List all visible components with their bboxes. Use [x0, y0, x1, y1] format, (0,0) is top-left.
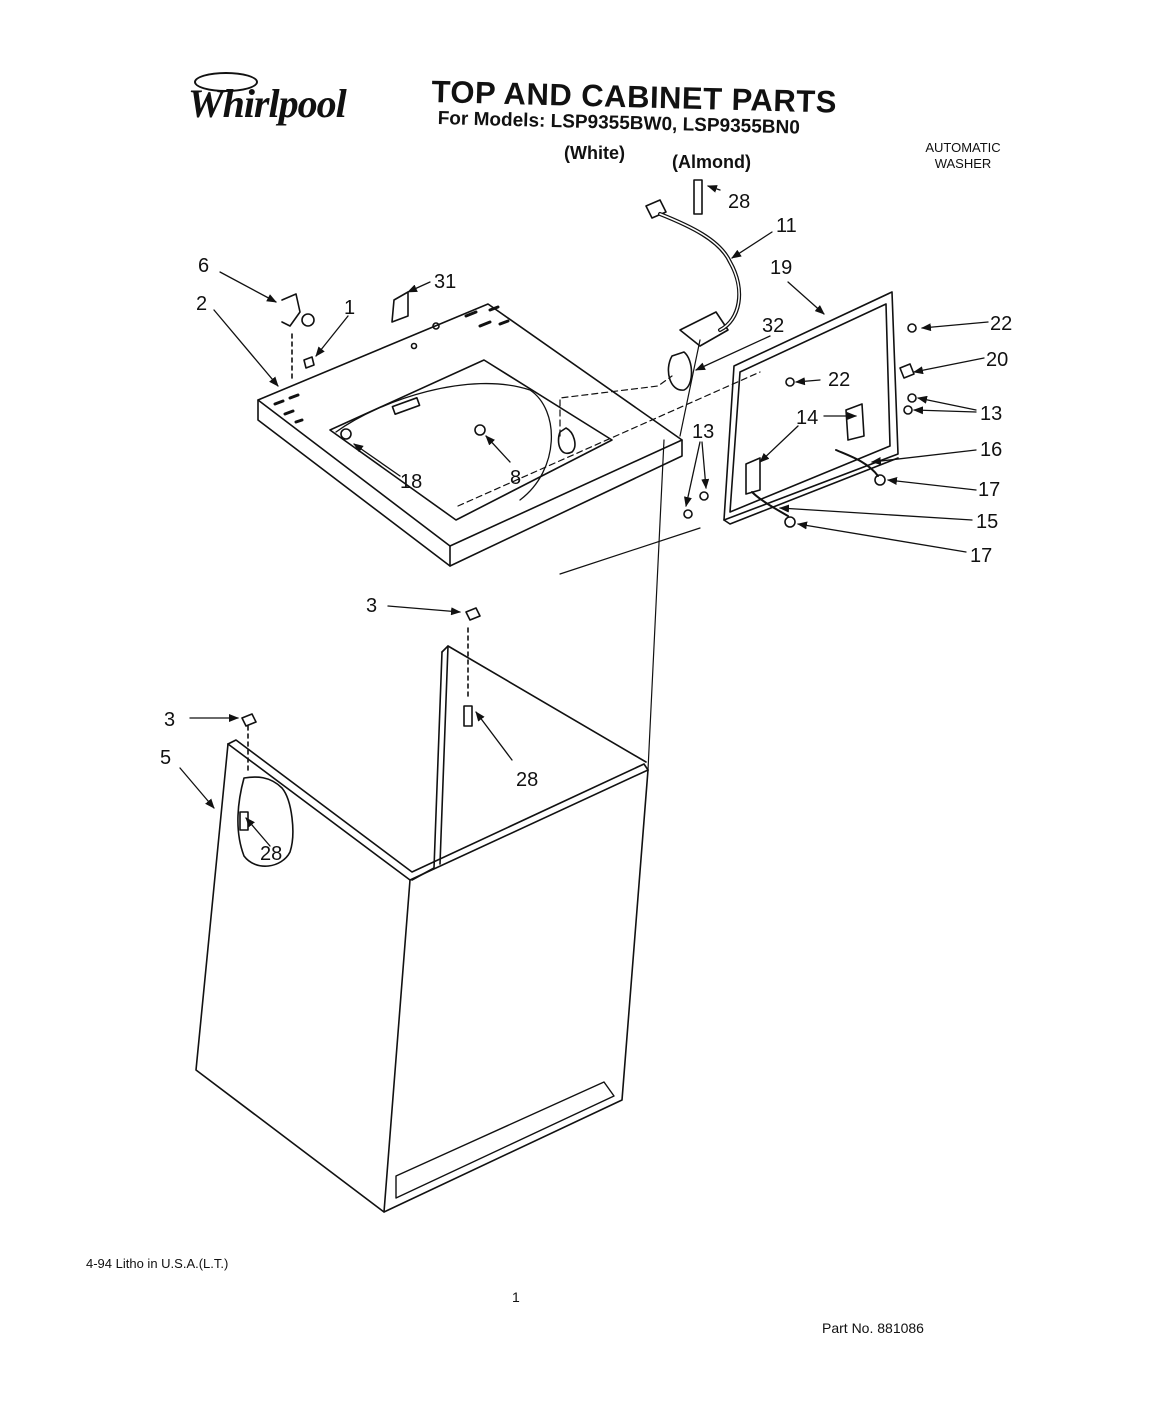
- callout-16: 16: [980, 439, 1002, 461]
- lid-switch: [645, 179, 742, 347]
- callout-22: 22: [990, 313, 1012, 335]
- callout-28: 28: [728, 191, 750, 213]
- callout-3: 3: [366, 595, 377, 617]
- callout-15: 15: [976, 511, 998, 533]
- callout-17: 17: [970, 545, 992, 567]
- cabinet: [195, 439, 665, 1213]
- callout-28: 28: [516, 769, 538, 791]
- callout-19: 19: [770, 257, 792, 279]
- leader-lines: [559, 339, 701, 575]
- callout-arrows: [179, 185, 989, 847]
- callout-17: 17: [978, 479, 1000, 501]
- logo-swirl-icon: [194, 72, 258, 92]
- callout-13: 13: [692, 421, 714, 443]
- callout-31: 31: [434, 271, 456, 293]
- callout-18: 18: [400, 471, 422, 493]
- callout-8: 8: [510, 467, 521, 489]
- callout-20: 20: [986, 349, 1008, 371]
- callout-labels: 28 11 19 6 31 2 1 32 22 20 22 14 13 13 1…: [160, 191, 1012, 865]
- callout-14: 14: [796, 407, 818, 429]
- lid-bumper: [667, 351, 693, 391]
- color-almond-label: (Almond): [672, 152, 751, 172]
- callout-13: 13: [980, 403, 1002, 425]
- appliance-type-line1: AUTOMATIC: [925, 140, 1001, 155]
- appliance-type: AUTOMATIC WASHER: [904, 140, 1022, 172]
- assembly-lines: [457, 371, 761, 507]
- litho-note: 4-94 Litho in U.S.A.(L.T.): [86, 1256, 229, 1271]
- callout-5: 5: [160, 747, 171, 769]
- callout-1: 1: [344, 297, 355, 319]
- callout-3: 3: [164, 709, 175, 731]
- callout-2: 2: [196, 293, 207, 315]
- part-number: Part No. 881086: [822, 1320, 924, 1336]
- callout-32: 32: [762, 315, 784, 337]
- callout-22: 22: [828, 369, 850, 391]
- page-number: 1: [512, 1289, 520, 1305]
- callout-11: 11: [776, 215, 797, 237]
- callout-28: 28: [260, 843, 282, 865]
- appliance-type-line2: WASHER: [934, 156, 992, 171]
- top-panel: [257, 303, 683, 567]
- small-parts: [241, 291, 486, 771]
- callout-6: 6: [198, 255, 209, 277]
- color-white-label: (White): [564, 143, 625, 163]
- brand-logo: Whirlpool: [188, 81, 347, 126]
- lid: [683, 291, 917, 528]
